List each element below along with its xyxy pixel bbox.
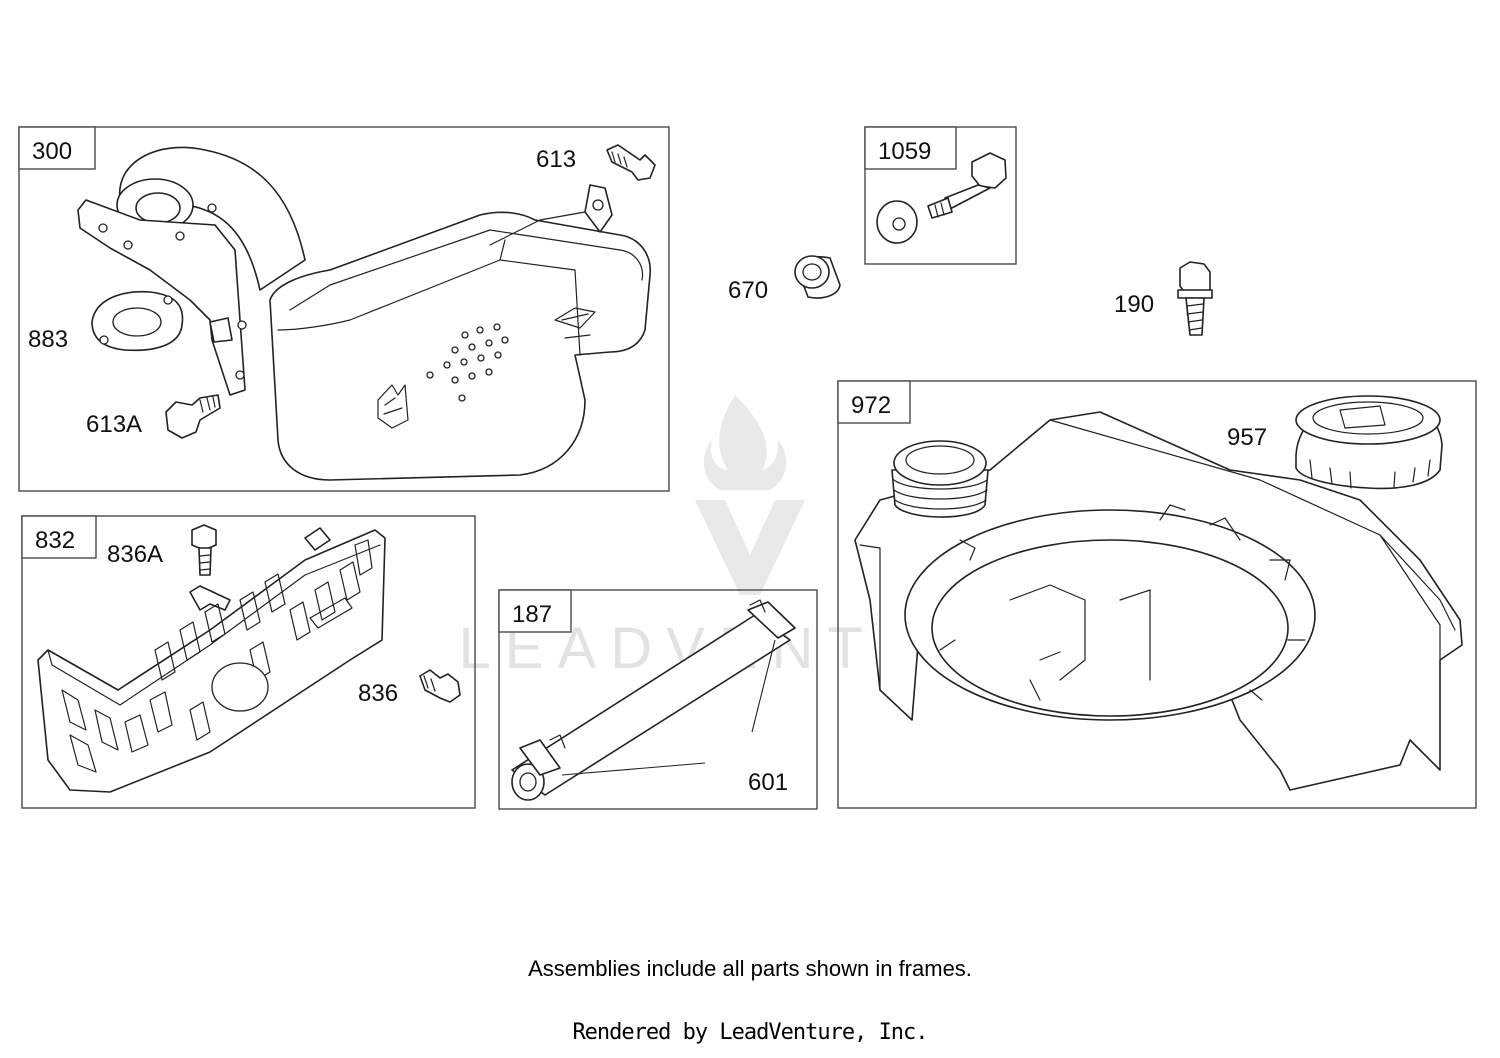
shoulder-bolt-part[interactable] bbox=[927, 152, 1007, 219]
muffler-guard-part[interactable] bbox=[37, 527, 386, 793]
fuel-line-part[interactable] bbox=[511, 599, 796, 801]
label-670: 670 bbox=[728, 277, 768, 304]
fuel-tank-part[interactable] bbox=[854, 411, 1463, 791]
label-1059: 1059 bbox=[878, 138, 931, 165]
muffler-body-part[interactable] bbox=[269, 184, 651, 481]
frame-972[interactable]: 972 957 bbox=[837, 380, 1477, 809]
label-832: 832 bbox=[35, 527, 75, 554]
label-972: 972 bbox=[851, 392, 891, 419]
mounting-bracket-part[interactable] bbox=[77, 199, 247, 396]
label-613a: 613A bbox=[86, 411, 142, 438]
bolt-613-part[interactable] bbox=[606, 144, 656, 181]
fuel-cap-part[interactable] bbox=[1295, 395, 1443, 490]
label-190: 190 bbox=[1114, 291, 1154, 318]
bolt-836-part[interactable] bbox=[419, 669, 461, 703]
watermark-v-icon bbox=[695, 500, 805, 595]
rendered-by-credit: Rendered by LeadVenture, Inc. bbox=[572, 1020, 928, 1045]
label-957: 957 bbox=[1227, 424, 1267, 451]
brand-logo-icon bbox=[554, 307, 596, 339]
label-836a: 836A bbox=[107, 541, 163, 568]
bolt-613a-part[interactable] bbox=[165, 394, 221, 439]
frame-832[interactable]: 832 bbox=[21, 515, 476, 809]
frame-1059[interactable]: 1059 bbox=[864, 126, 1017, 265]
frame-300[interactable]: 300 bbox=[18, 126, 670, 492]
label-601: 601 bbox=[748, 769, 788, 796]
gasket-part[interactable] bbox=[91, 290, 184, 352]
frame-187[interactable]: 187 601 bbox=[498, 589, 818, 810]
bolt-836a-part[interactable] bbox=[191, 524, 217, 576]
guard-logo-icon bbox=[309, 597, 353, 629]
bolt-190-part[interactable] bbox=[1177, 261, 1213, 336]
vent-holes bbox=[426, 323, 509, 402]
spacer-670-part[interactable] bbox=[794, 255, 841, 299]
label-187: 187 bbox=[512, 601, 552, 628]
washer-part[interactable] bbox=[876, 200, 918, 244]
label-836: 836 bbox=[358, 680, 398, 707]
label-300: 300 bbox=[32, 138, 72, 165]
guard-slots bbox=[61, 539, 373, 773]
warning-decal-icon bbox=[377, 384, 409, 429]
label-613: 613 bbox=[536, 146, 576, 173]
label-883: 883 bbox=[28, 326, 68, 353]
watermark-flame-icon bbox=[703, 395, 787, 490]
assembly-note: Assemblies include all parts shown in fr… bbox=[528, 956, 972, 981]
